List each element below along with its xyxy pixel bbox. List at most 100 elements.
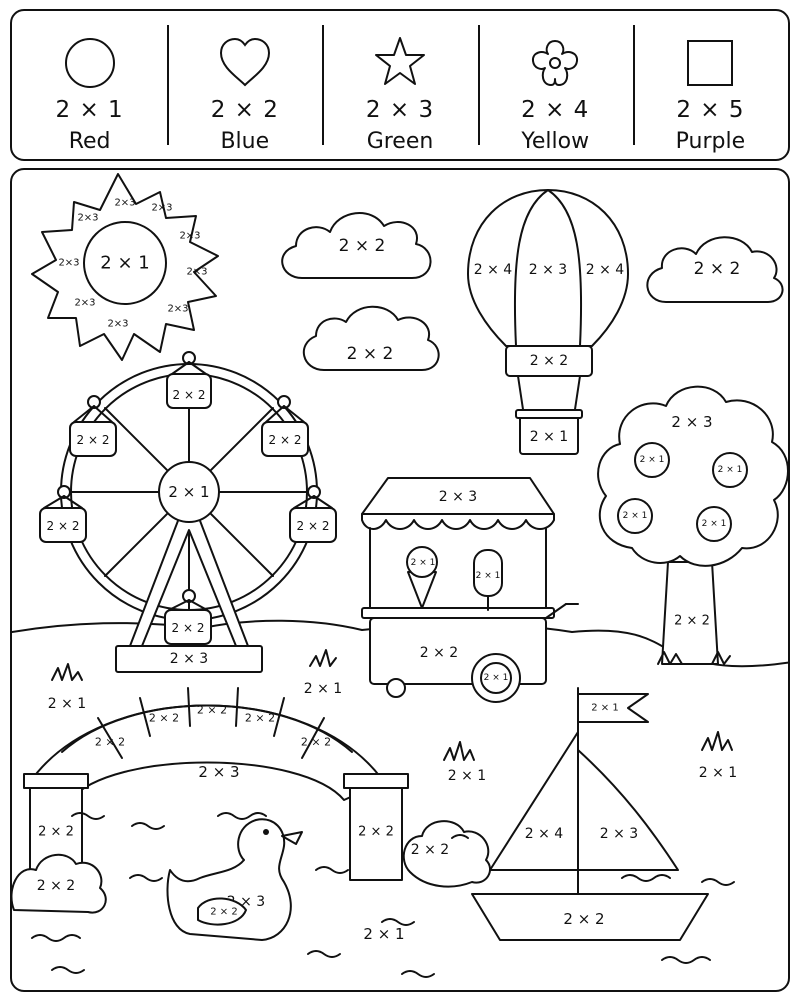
tree-flower: 2 × 1	[696, 506, 732, 542]
sun-ray-label: 2×3	[77, 213, 98, 224]
star-icon	[375, 37, 425, 85]
svg-text:2 × 1: 2 × 1	[623, 511, 648, 521]
square-icon	[687, 40, 734, 86]
balloon-band	[505, 345, 593, 377]
cart-wheel-label: 2 × 1	[484, 673, 509, 683]
sun[interactable]: 2 × 1 2×3 2×3 2×3 2×3 2×3 2×3 2×3 2×3 2×…	[31, 173, 219, 361]
sun-ray-label: 2×3	[107, 319, 128, 330]
tree[interactable]: 2 × 3 2 × 2 2 × 1 2 × 1 2 × 1 2 × 1	[597, 385, 788, 665]
legend-color-name: Red	[68, 129, 111, 154]
legend-color-name: Green	[366, 129, 434, 154]
boat-hull	[471, 893, 709, 941]
cabin: 2 × 2	[164, 589, 212, 645]
grass-tuft	[51, 663, 83, 681]
cabin: 2 × 2	[289, 485, 337, 543]
duck-wing	[197, 897, 247, 926]
cabin: 2 × 2	[69, 395, 117, 457]
bush-right[interactable]: 2 × 2	[402, 820, 491, 888]
svg-text:2 × 1: 2 × 1	[702, 519, 727, 529]
bridge-stone-label: 2 × 2	[301, 736, 331, 749]
legend-item-green: 2 × 3 Green	[322, 11, 477, 159]
bridge-stone-label: 2 × 2	[197, 704, 227, 717]
cloud-right[interactable]: 2 × 2	[646, 236, 784, 303]
legend-color-name: Blue	[220, 129, 270, 154]
bush-left-label: 2 × 2	[37, 878, 75, 894]
legend-item-yellow: 2 × 4 Yellow	[477, 11, 633, 159]
legend-color-name: Purple	[675, 129, 746, 154]
grass-right-label: 2 × 1	[699, 765, 737, 781]
bridge-arch-label: 2 × 3	[198, 763, 239, 781]
bush-right-label: 2 × 2	[411, 842, 449, 858]
svg-text:2 × 1: 2 × 1	[640, 455, 665, 465]
bridge-right-pillar-label: 2 × 2	[358, 825, 394, 840]
bridge-stone-label: 2 × 2	[149, 712, 179, 725]
ferris-wheel-base-label: 2 × 3	[170, 651, 208, 667]
svg-text:2 × 2: 2 × 2	[77, 433, 110, 447]
circle-icon	[64, 38, 115, 88]
legend-equation: 2 × 2	[210, 97, 279, 123]
cabin: 2 × 2	[261, 395, 309, 457]
popsicle-label: 2 × 1	[476, 571, 501, 581]
grass-tuft	[701, 731, 733, 751]
legend-equation: 2 × 3	[365, 97, 435, 123]
duck[interactable]: 2 × 3 2 × 2	[166, 818, 303, 941]
flower-icon	[532, 40, 579, 86]
water[interactable]: 2 × 1	[31, 812, 735, 978]
tree-crown-label: 2 × 3	[671, 413, 712, 431]
sun-center-label: 2 × 1	[100, 253, 149, 274]
sun-ray-label: 2×3	[186, 267, 207, 278]
color-key-legend: 2 × 1 Red 2 × 2 Blue 2 × 3 Green 2 × 4 Y…	[10, 9, 790, 161]
sun-center	[83, 221, 167, 305]
legend-item-purple: 2 × 5 Purple	[632, 11, 788, 159]
hot-air-balloon[interactable]: 2 × 4 2 × 3 2 × 4 2 × 2 2 × 1	[467, 189, 629, 455]
balloon-band-label: 2 × 2	[530, 353, 568, 369]
grass-middle-label: 2 × 1	[448, 768, 486, 784]
sun-ray-label: 2×3	[114, 198, 135, 209]
legend-equation: 2 × 4	[521, 97, 590, 123]
ice-cream-label: 2 × 1	[411, 558, 436, 568]
cloud-right-label: 2 × 2	[694, 259, 741, 279]
grass-tuft	[309, 649, 337, 667]
boat-flag	[577, 693, 649, 723]
legend-color-name: Yellow	[521, 129, 590, 154]
ice-cream-cart[interactable]: 2 × 3 2 × 2 2 × 1 2 × 1 2 × 1	[361, 477, 579, 703]
boat-right-sail-label: 2 × 3	[600, 826, 638, 842]
sun-ray-label: 2×3	[74, 298, 95, 309]
tree-flower: 2 × 1	[712, 452, 748, 488]
bridge[interactable]: 2 × 2 2 × 2 2 × 2 2 × 2 2 × 2 2 × 3 2 × …	[23, 687, 409, 881]
ferris-wheel-base	[115, 645, 263, 673]
sun-ray-label: 2×3	[167, 304, 188, 315]
legend-equation: 2 × 5	[676, 97, 745, 123]
boat-hull-label: 2 × 2	[563, 910, 604, 928]
bridge-right-pillar	[349, 783, 403, 881]
bridge-stone-label: 2 × 2	[245, 712, 275, 725]
ferris-wheel-hub	[158, 461, 220, 523]
legend-equation: 2 × 1	[55, 97, 124, 123]
cloud-middle[interactable]: 2 × 2	[302, 305, 440, 371]
water-label: 2 × 1	[363, 925, 404, 943]
bush-left[interactable]: 2 × 2	[12, 854, 107, 914]
svg-text:2 × 2: 2 × 2	[172, 621, 205, 635]
bridge-stone-label: 2 × 2	[95, 736, 125, 749]
balloon-left-panel-label: 2 × 4	[474, 262, 513, 278]
grass-tuft	[443, 741, 475, 761]
boat-flag-label: 2 × 1	[591, 703, 618, 714]
svg-text:2 × 2: 2 × 2	[297, 519, 330, 533]
cart-awning-label: 2 × 3	[439, 489, 477, 505]
boat-right-sail	[577, 749, 679, 871]
cabin: 2 × 2	[39, 485, 87, 543]
cabin: 2 × 2	[166, 351, 212, 409]
sailboat[interactable]: 2 × 1 2 × 4 2 × 3 2 × 2	[471, 687, 709, 941]
ferris-wheel-hub-label: 2 × 1	[168, 483, 209, 501]
grass-center-label: 2 × 1	[304, 681, 342, 697]
svg-text:2 × 2: 2 × 2	[173, 388, 206, 402]
legend-item-blue: 2 × 2 Blue	[167, 11, 322, 159]
cloud-top[interactable]: 2 × 2	[281, 212, 432, 279]
balloon-right-panel-label: 2 × 4	[586, 262, 625, 278]
ferris-wheel[interactable]: 2 × 3 2 × 2 2 × 2 2 × 2 2 × 2 2 × 2 2 × …	[39, 351, 337, 673]
duck-wing-label: 2 × 2	[210, 907, 237, 918]
svg-text:2 × 2: 2 × 2	[269, 433, 302, 447]
legend-item-red: 2 × 1 Red	[12, 11, 167, 159]
cloud-middle-label: 2 × 2	[347, 344, 394, 364]
cloud-top-label: 2 × 2	[339, 236, 386, 256]
